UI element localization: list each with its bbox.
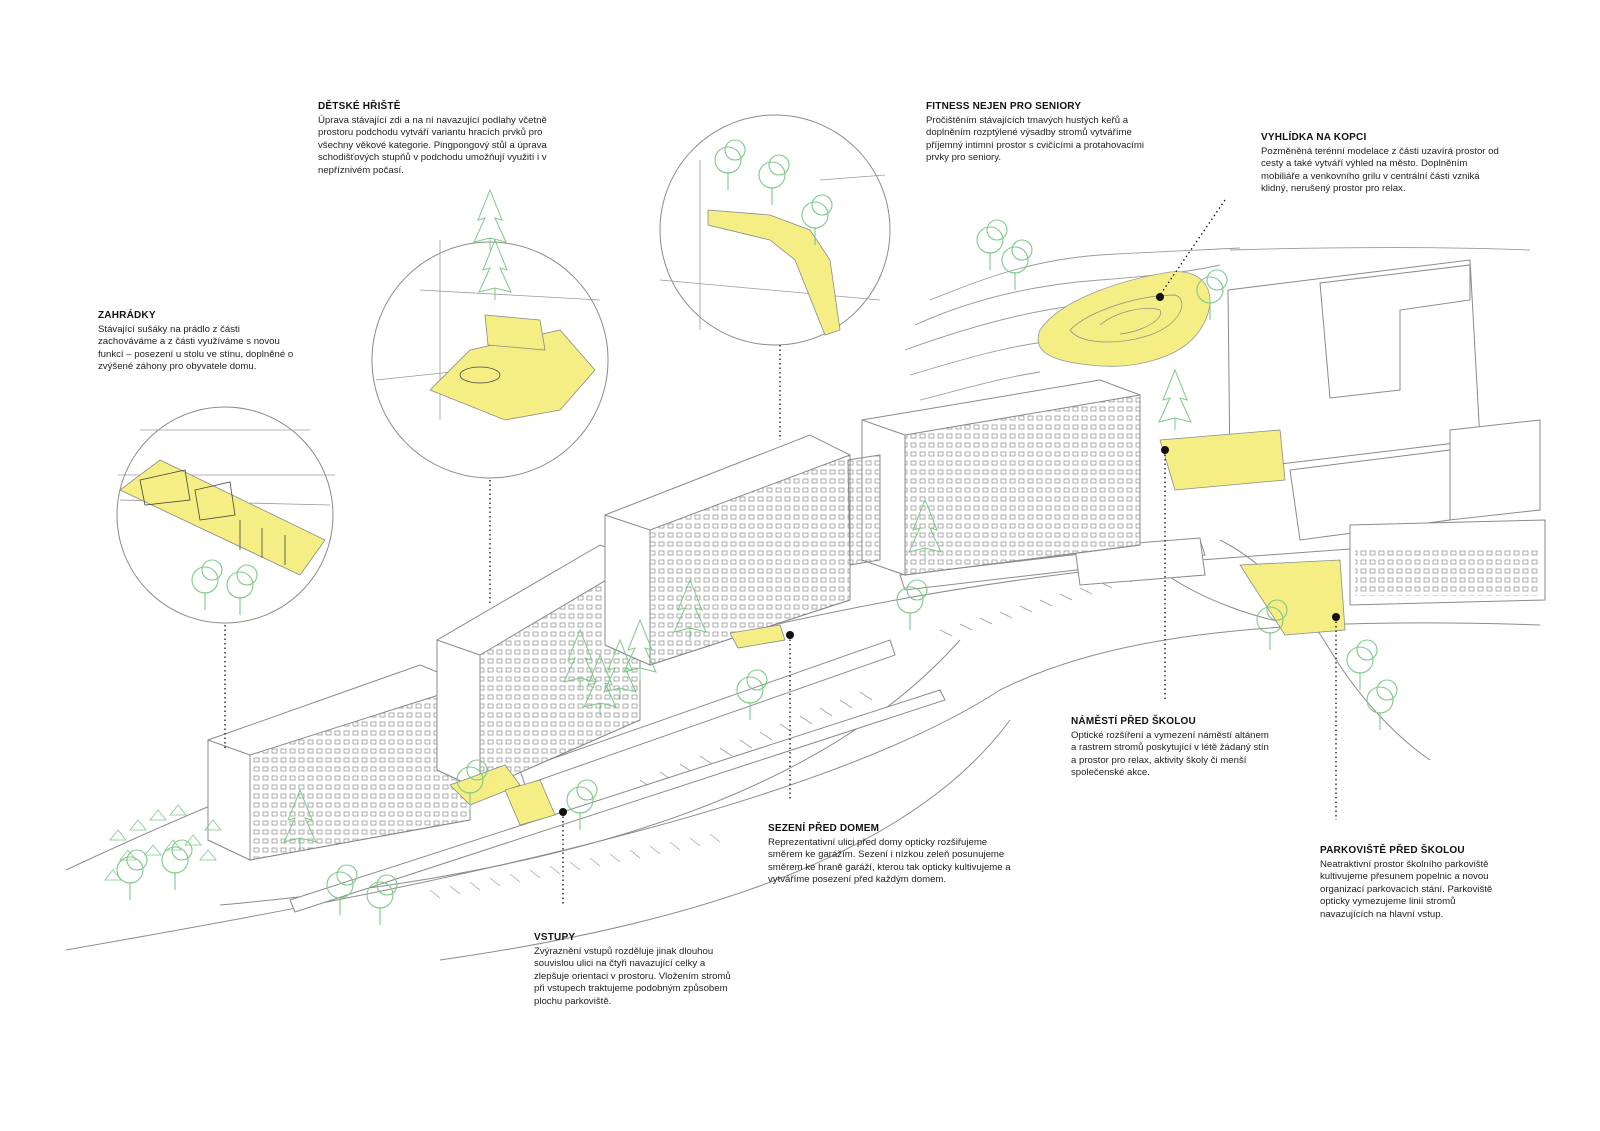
leader-dots <box>559 293 1340 816</box>
lookout-terrace-highlight <box>1159 429 1286 491</box>
shrub-triangles <box>104 804 222 881</box>
callout-sezeni: SEZENÍ PŘED DOMEM Reprezentativní ulici … <box>768 823 1018 887</box>
callout-title: VSTUPY <box>534 932 576 943</box>
garages <box>289 537 1206 913</box>
school-square-highlight <box>1239 559 1346 636</box>
callout-namesti: NÁMĚSTÍ PŘED ŠKOLOU Optické rozšíření a … <box>1071 716 1271 780</box>
leader-lines <box>224 199 1337 905</box>
callout-text: Pročištěním stávajících tmavých hustých … <box>926 114 1145 164</box>
callout-text: Stávající sušáky na prádlo z části zacho… <box>98 323 294 373</box>
callout-title: ZAHRÁDKY <box>98 310 156 321</box>
callout-text: Optické rozšíření a vymezení náměstí alt… <box>1071 729 1269 779</box>
detail-circle-fitness <box>659 114 891 346</box>
callout-fitness: FITNESS NEJEN PRO SENIORY Pročištěním st… <box>926 101 1146 165</box>
entrance-highlights <box>449 624 786 826</box>
callout-title: NÁMĚSTÍ PŘED ŠKOLOU <box>1071 716 1196 727</box>
callout-text: Pozměněná terénní modelace z části uzaví… <box>1261 145 1499 195</box>
callout-text: Úprava stávající zdi a na ní navazující … <box>318 114 547 176</box>
callout-text: Neatraktivní prostor školního parkoviště… <box>1320 858 1493 920</box>
school-buildings <box>1227 259 1546 606</box>
callout-title: PARKOVIŠTĚ PŘED ŠKOLOU <box>1320 845 1465 856</box>
detail-circle-detske-hriste <box>371 189 609 479</box>
detail-circle-zahradky <box>116 406 335 624</box>
parking-stalls <box>429 567 1173 899</box>
lookout-contours <box>1069 294 1183 343</box>
callout-vstupy: VSTUPY Zvýraznění vstupů rozděluje jinak… <box>534 932 734 1009</box>
callout-parkoviste: PARKOVIŠTĚ PŘED ŠKOLOU Neatraktivní pros… <box>1320 845 1505 922</box>
hill-contours <box>904 247 1531 401</box>
callout-title: VYHLÍDKA NA KOPCI <box>1261 132 1367 143</box>
apartment-blocks <box>207 379 1141 861</box>
callout-text: Reprezentativní ulici před domy opticky … <box>768 836 1011 886</box>
callout-title: SEZENÍ PŘED DOMEM <box>768 823 880 834</box>
callout-text: Zvýraznění vstupů rozděluje jinak dlouho… <box>534 945 731 1007</box>
lookout-highlight <box>1037 271 1211 367</box>
callout-zahradky: ZAHRÁDKY Stávající sušáky na prádlo z čá… <box>98 310 298 374</box>
callout-vyhlidka: VYHLÍDKA NA KOPCI Pozměněná terénní mode… <box>1261 132 1506 196</box>
callout-title: DĚTSKÉ HŘIŠTĚ <box>318 101 401 112</box>
callout-title: FITNESS NEJEN PRO SENIORY <box>926 101 1082 112</box>
callout-detske-hriste: DĚTSKÉ HŘIŠTĚ Úprava stávající zdi a na … <box>318 101 548 178</box>
